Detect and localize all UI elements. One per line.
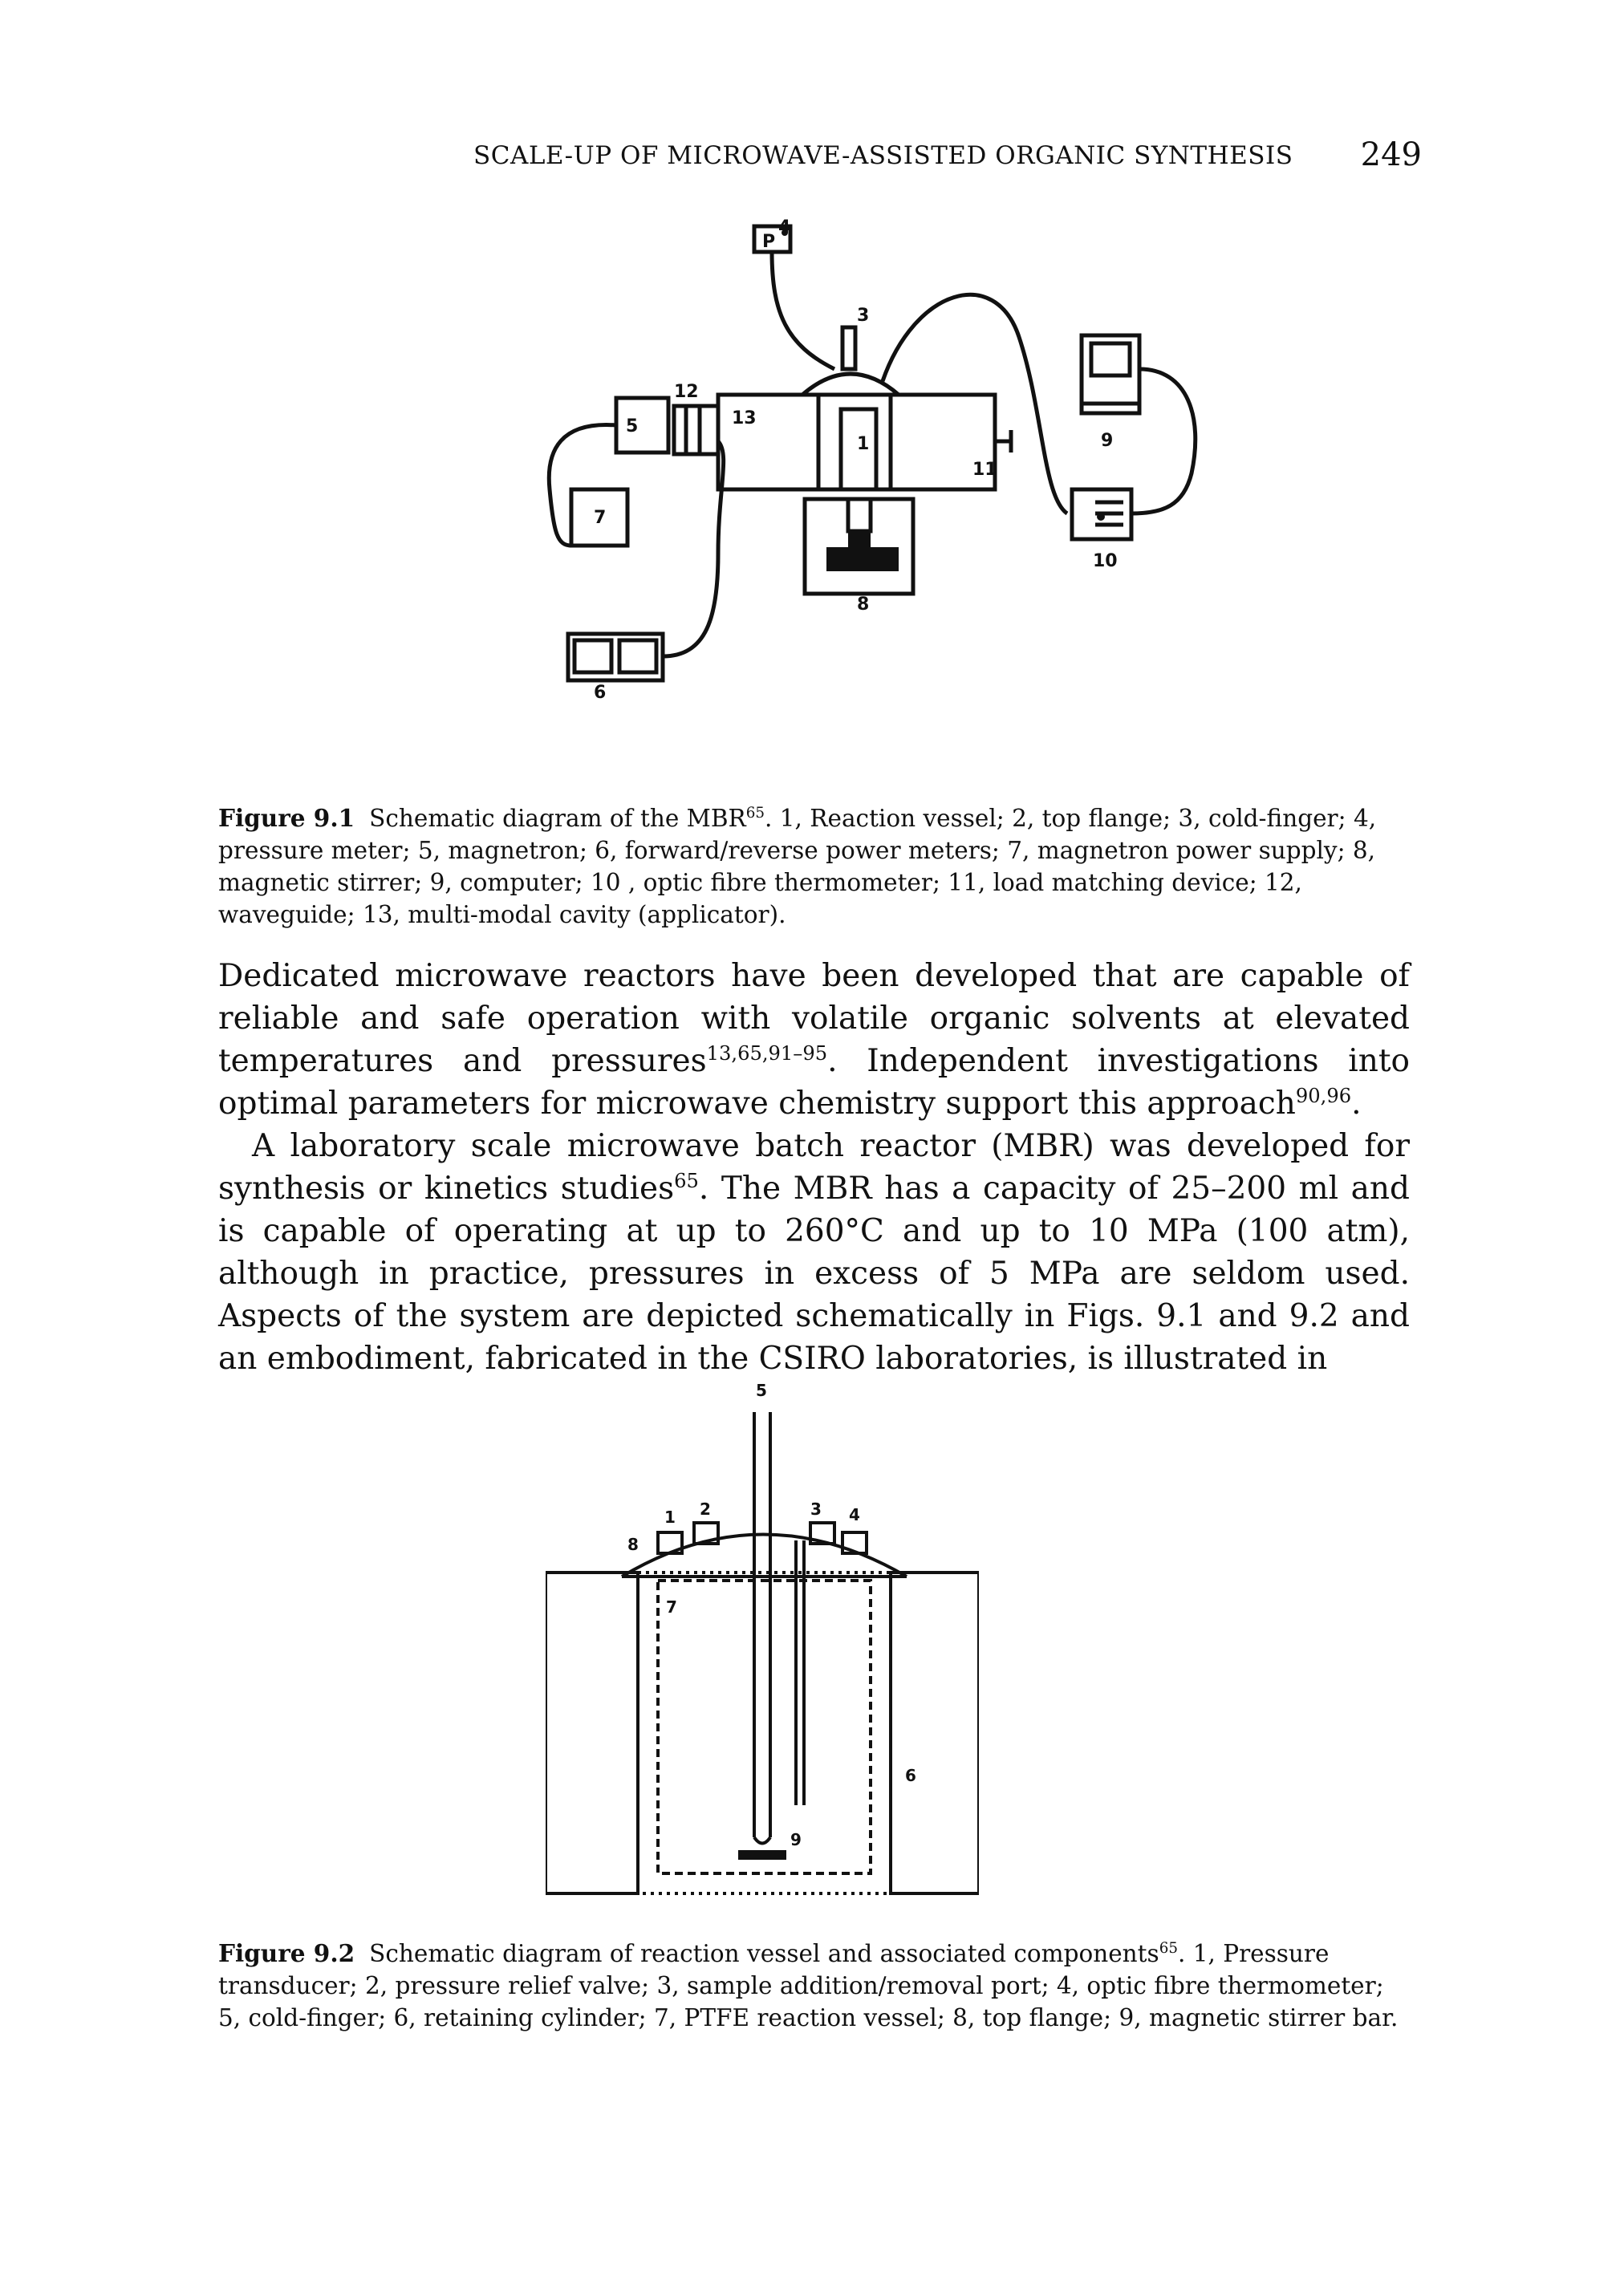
figure-9-1-caption-label: Figure 9.1: [218, 804, 355, 832]
fig2-label-7: 7: [666, 1597, 677, 1617]
fig1-label-8: 8: [857, 595, 869, 615]
body-text: Dedicated microwave reactors have been d…: [218, 955, 1410, 1380]
figure-9-1-caption-ref: 65: [745, 805, 765, 822]
fig1-label-11: 11: [972, 460, 997, 480]
magnetron-power-supply-box: [569, 487, 630, 548]
fig1-label-10: 10: [1093, 551, 1118, 571]
figure-9-1-schematic: P 3 12 5 13 1 11 9 10 8 7 6 4: [546, 217, 1198, 703]
fig2-label-6: 6: [905, 1766, 916, 1785]
right-wall: [889, 1571, 979, 1895]
fig2-label-2: 2: [700, 1500, 711, 1519]
fig2-label-3: 3: [810, 1500, 822, 1519]
paragraph-1-part-a: Dedicated microwave reactors have been d…: [218, 958, 1410, 1079]
fig2-label-8: 8: [627, 1535, 639, 1554]
magnetron-box: [614, 396, 671, 455]
stirrer-bar: [738, 1850, 786, 1860]
figure-9-2-caption-text-after: . 1, Pressure transducer; 2, pressure re…: [218, 1940, 1399, 2031]
running-title: SCALE-UP OF MICROWAVE-ASSISTED ORGANIC S…: [473, 141, 1293, 170]
fig1-label-4: 4: [778, 217, 790, 237]
fig1-label-5: 5: [626, 416, 638, 436]
figure-9-2-caption-text-before: Schematic diagram of reaction vessel and…: [369, 1940, 1159, 1967]
figure-9-1-caption-text-after: . 1, Reaction vessel; 2, top flange; 3, …: [218, 805, 1377, 928]
paragraph-2-ref-1: 65: [674, 1170, 699, 1192]
fig2-label-5: 5: [756, 1381, 767, 1400]
fig1-label-p: P: [762, 232, 775, 252]
page-number: 249: [1360, 136, 1422, 173]
ptfe-reaction-vessel: [656, 1579, 872, 1875]
figure-9-1-caption-text-before: Schematic diagram of the MBR: [369, 805, 746, 832]
paragraph-2-part-b: . The MBR has a capacity of 25–200 ml an…: [218, 1171, 1411, 1377]
figure-9-2-caption: Figure 9.2 Schematic diagram of reaction …: [218, 1938, 1410, 2034]
left-wall: [546, 1571, 639, 1895]
optic-fibre-thermometer-box: [1070, 487, 1134, 542]
running-head: SCALE-UP OF MICROWAVE-ASSISTED ORGANIC S…: [0, 136, 1624, 185]
figure-9-1-caption: Figure 9.1 Schematic diagram of the MBR65…: [218, 802, 1410, 931]
paragraph-1-part-c: .: [1351, 1086, 1362, 1122]
retaining-cylinder: [636, 1571, 892, 1895]
paragraph-1: Dedicated microwave reactors have been d…: [218, 955, 1410, 1125]
fig2-label-1: 1: [664, 1508, 676, 1527]
fig2-label-9: 9: [790, 1830, 802, 1849]
figure-9-2-caption-ref: 65: [1159, 1940, 1178, 1958]
figure-9-2-caption-label: Figure 9.2: [218, 1939, 355, 1967]
fig1-label-6: 6: [594, 683, 606, 703]
paragraph-1-ref-2: 90,96: [1295, 1085, 1352, 1107]
top-flange: [620, 1532, 908, 1578]
paragraph-2-part-a: A laboratory scale microwave batch react…: [218, 1128, 1410, 1207]
paragraph-1-part-b: . Independent investigations into optima…: [218, 1043, 1410, 1122]
figure-9-2-schematic: 5 1 2 3 4 8 7 6 9: [546, 1381, 979, 1895]
fig1-label-9: 9: [1101, 431, 1113, 451]
paragraph-2: A laboratory scale microwave batch react…: [218, 1125, 1410, 1380]
fig1-label-13: 13: [732, 408, 757, 428]
fig1-label-12: 12: [674, 382, 699, 402]
paragraph-1-ref-1: 13,65,91–95: [706, 1042, 828, 1065]
fig1-label-3: 3: [857, 306, 869, 326]
fig1-label-7: 7: [594, 508, 606, 528]
fig2-label-4: 4: [849, 1505, 860, 1524]
fig1-label-1: 1: [857, 434, 869, 454]
